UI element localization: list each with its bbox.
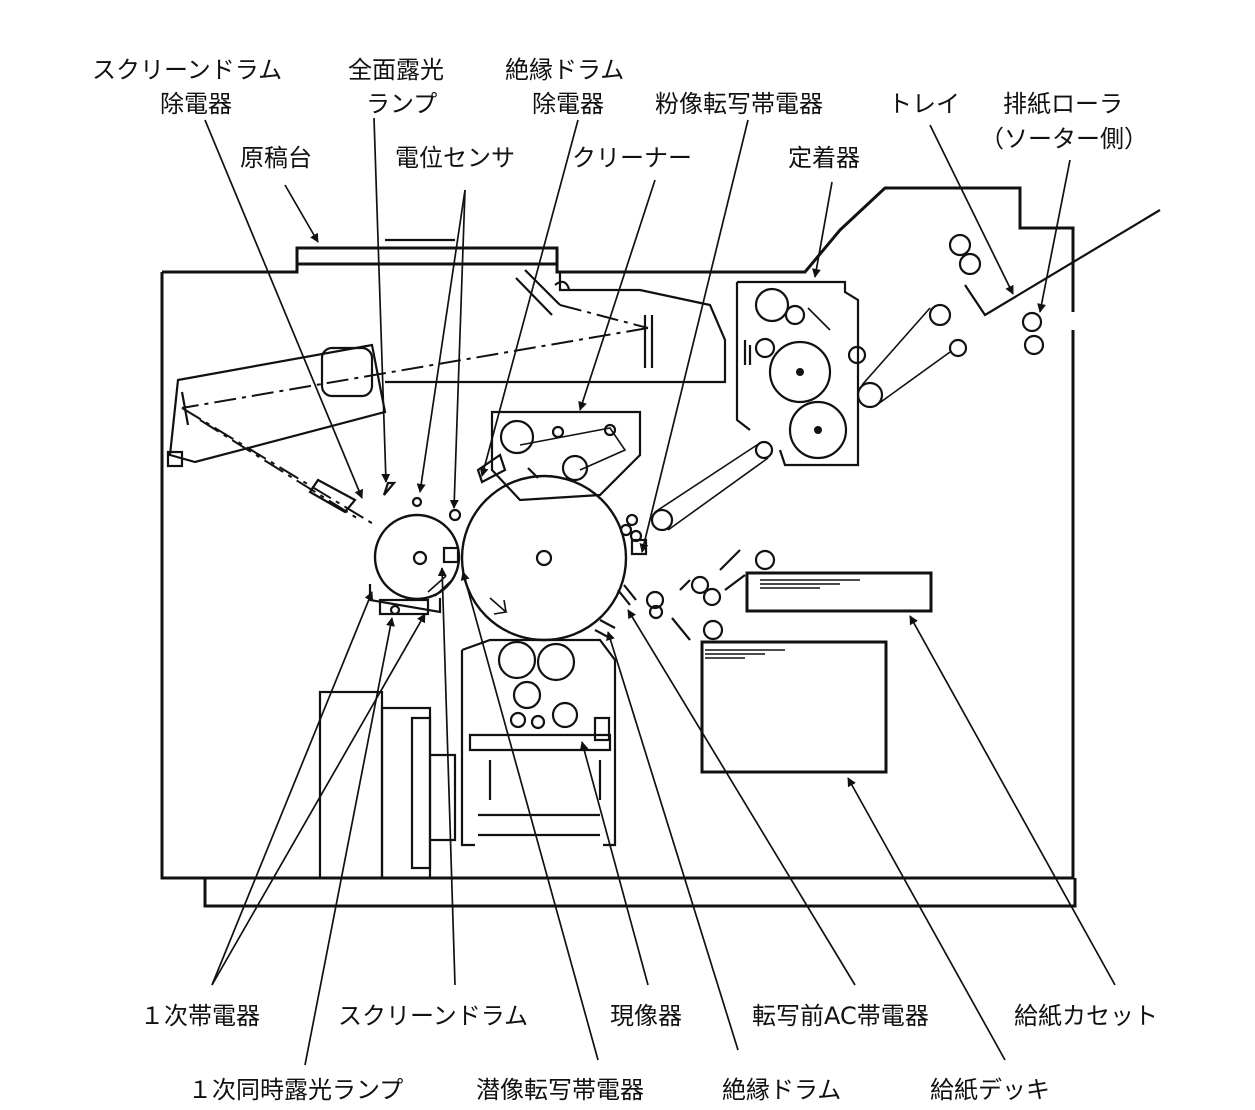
label-latent-image-transfer-charger: 潜像転写帯電器: [476, 1076, 644, 1104]
document-table: [295, 238, 559, 266]
paper-deck: [700, 640, 888, 774]
label-paper-cassette: 給紙カセット: [1014, 1002, 1158, 1030]
labels: スクリーンドラム 除電器 全面露光 ランプ 絶縁ドラム 除電器 粉像転写帯電器 …: [92, 56, 1158, 1104]
leader-lines: [204, 117, 1116, 1066]
label-full-exposure-lamp-line2: ランプ: [366, 90, 437, 118]
screen-drum: [373, 513, 461, 601]
label-screen-drum: スクリーンドラム: [338, 1002, 528, 1030]
cleaner-unit: [490, 410, 642, 502]
label-fixing-unit: 定着器: [788, 144, 860, 172]
label-primary-simultaneous-exposure-lamp: １次同時露光ランプ: [188, 1076, 403, 1104]
label-exit-roller-line2: （ソーター側）: [980, 125, 1148, 153]
label-cleaner: クリーナー: [572, 144, 692, 172]
label-pre-transfer-ac-charger: 転写前AC帯電器: [752, 1002, 929, 1030]
insulating-drum: [460, 474, 628, 642]
paper-transport: [645, 233, 1045, 641]
drum-peripherals: [368, 453, 648, 639]
label-insulating-drum-discharger-line2: 除電器: [532, 90, 604, 118]
label-insulating-drum: 絶縁ドラム: [722, 1076, 841, 1104]
label-developer: 現像器: [610, 1002, 682, 1030]
machine-body: [160, 186, 1161, 908]
label-insulating-drum-discharger-line1: 絶縁ドラム: [505, 56, 624, 84]
paper-cassette: [745, 571, 933, 613]
fixing-unit: [735, 280, 867, 467]
label-paper-deck: 給紙デッキ: [930, 1076, 1050, 1104]
lower-housing: [318, 690, 457, 880]
label-primary-charger: １次帯電器: [140, 1002, 260, 1030]
label-screen-drum-discharger-line1: スクリーンドラム: [92, 56, 282, 84]
label-exit-roller-line1: 排紙ローラ: [1003, 90, 1123, 118]
label-document-table: 原稿台: [240, 144, 312, 172]
label-tray: トレイ: [888, 90, 960, 118]
scanning-optics: [166, 269, 654, 526]
label-full-exposure-lamp-line1: 全面露光: [348, 56, 444, 84]
developer-unit: [460, 638, 617, 847]
label-powder-image-transfer-charger: 粉像転写帯電器: [655, 90, 823, 118]
label-potential-sensor: 電位センサ: [395, 144, 515, 172]
label-screen-drum-discharger-line2: 除電器: [160, 90, 232, 118]
